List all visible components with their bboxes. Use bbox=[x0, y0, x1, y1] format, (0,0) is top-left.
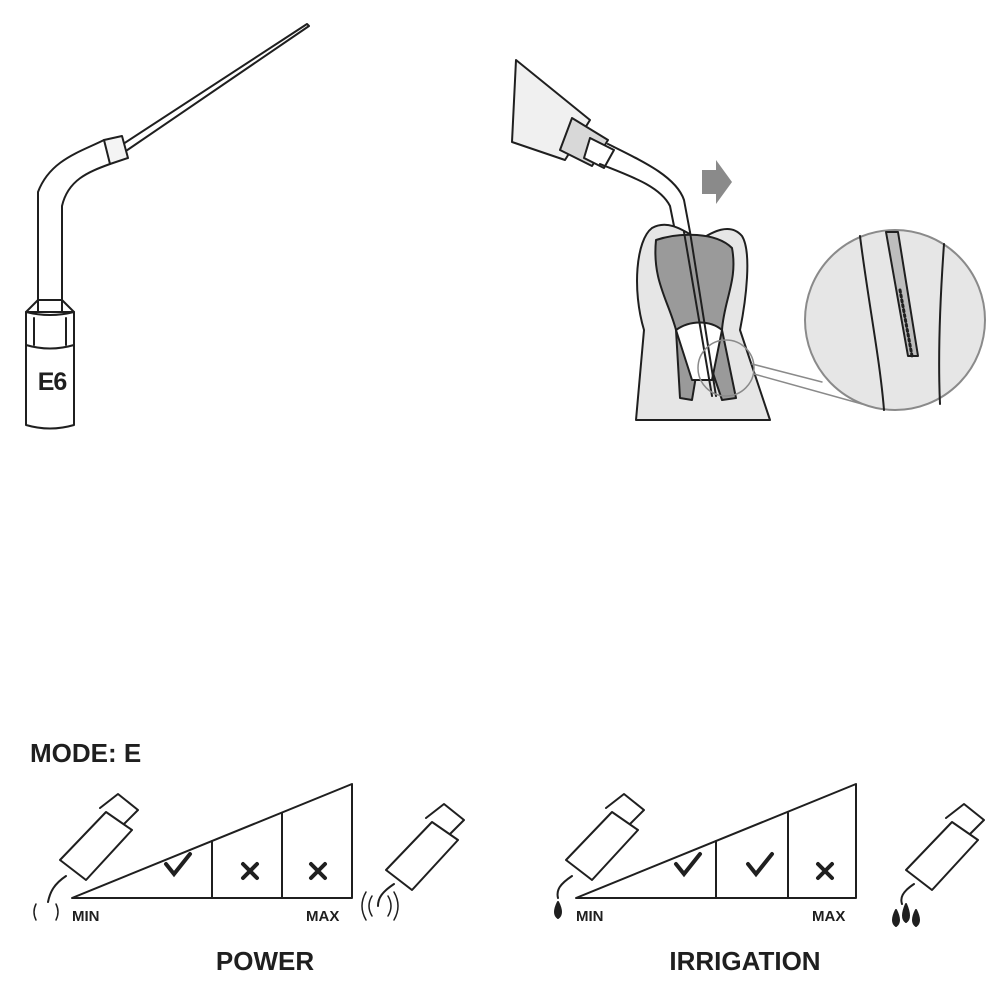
tip-code: E6 bbox=[37, 368, 68, 396]
handpiece-min-icon bbox=[59, 793, 139, 881]
irrigation-max-handpiece-icon bbox=[905, 803, 985, 891]
power-level-marks bbox=[164, 852, 327, 880]
tip-illustration bbox=[25, 23, 310, 430]
power-min-label: MIN bbox=[72, 908, 100, 925]
irrigation-scale bbox=[554, 783, 985, 927]
power-scale bbox=[33, 783, 465, 921]
arrow-right-icon bbox=[702, 160, 732, 204]
irrigation-label: IRRIGATION bbox=[669, 946, 821, 976]
irrigation-check-icon-2 bbox=[746, 852, 774, 878]
handpiece-max-icon bbox=[385, 803, 465, 891]
irrigation-max-label: MAX bbox=[812, 908, 846, 925]
water-drops-icon bbox=[892, 903, 920, 927]
mode-title: MODE: E bbox=[30, 738, 142, 768]
irrigation-min-label: MIN bbox=[576, 908, 604, 925]
power-cross-icon-2 bbox=[309, 862, 327, 880]
water-drop-icon bbox=[554, 901, 562, 919]
power-check-icon bbox=[164, 852, 192, 878]
irrigation-check-icon-1 bbox=[674, 852, 702, 878]
power-max-label: MAX bbox=[306, 908, 340, 925]
power-label: POWER bbox=[215, 946, 315, 976]
irrigation-min-handpiece-icon bbox=[565, 793, 645, 881]
tooth-illustration bbox=[511, 59, 986, 421]
irrigation-cross-icon bbox=[816, 862, 834, 880]
power-cross-icon-1 bbox=[241, 862, 259, 880]
irrigation-level-marks bbox=[674, 852, 834, 880]
